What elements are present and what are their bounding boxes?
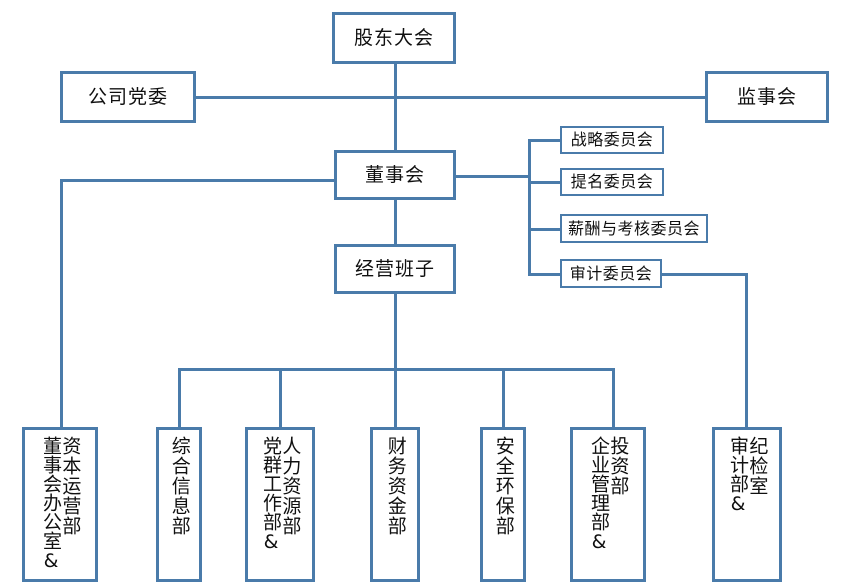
connector-committee-4	[528, 273, 562, 276]
committee-label: 战略委员会	[570, 130, 654, 150]
connector-dept-5-drop	[502, 368, 505, 428]
connector-committee-2	[528, 181, 562, 184]
dept-primary-label: 人力资源部	[279, 436, 302, 536]
connector-committee-3	[528, 228, 562, 231]
node-label: 经营班子	[354, 257, 435, 280]
dept-primary-label: 投资部	[607, 436, 630, 496]
connector-party-axis-drop	[394, 96, 397, 156]
dept-primary-label: 综合信息部	[168, 436, 191, 536]
dept-primary-label: 资本运营部	[59, 436, 82, 536]
connector-party-to-board-left	[195, 96, 395, 99]
committee-label: 薪酬与考核委员会	[567, 218, 700, 238]
dept-primary-label: 安全环保部	[492, 436, 515, 536]
node-committee-strategy[interactable]: 战略委员会	[560, 126, 664, 154]
node-committee-remuneration-appraisal[interactable]: 薪酬与考核委员会	[560, 214, 708, 243]
connector-dept-3-drop	[279, 368, 282, 428]
connector-board-to-supervisors-right	[394, 96, 706, 99]
node-label: 监事会	[736, 85, 797, 108]
node-dept-general-information[interactable]: 综合信息部	[156, 427, 202, 582]
node-dept-safety-environmental-protection[interactable]: 安全环保部	[480, 427, 526, 582]
dept-secondary-label: 审计部&	[727, 436, 749, 515]
connector-board-to-management	[394, 198, 397, 246]
node-committee-audit[interactable]: 审计委员会	[560, 259, 662, 288]
connector-dept-2-drop	[178, 368, 181, 428]
committee-label: 审计委员会	[569, 263, 653, 283]
node-label: 董事会	[364, 163, 425, 186]
node-dept-finance-funds[interactable]: 财务资金部	[370, 427, 420, 582]
connector-board-left-drop	[60, 179, 63, 428]
node-dept-investment-enterprise-management[interactable]: 投资部 企业管理部&	[570, 427, 646, 582]
dept-primary-label: 纪检室	[746, 436, 769, 496]
connector-committee-1	[528, 139, 562, 142]
node-board-of-supervisors[interactable]: 监事会	[705, 71, 829, 123]
dept-primary-label: 财务资金部	[384, 436, 407, 536]
node-dept-human-resources-party-work[interactable]: 人力资源部 党群工作部&	[245, 427, 315, 582]
node-board-of-directors[interactable]: 董事会	[334, 150, 456, 200]
node-committee-nomination[interactable]: 提名委员会	[560, 168, 664, 196]
connector-audit-committee-out	[660, 273, 748, 276]
connector-dept-4-drop	[394, 368, 397, 428]
node-party-committee[interactable]: 公司党委	[60, 71, 196, 123]
node-management-team[interactable]: 经营班子	[334, 244, 456, 294]
connector-board-to-committee-trunk	[455, 175, 530, 178]
node-label: 公司党委	[87, 85, 168, 108]
node-shareholders-meeting[interactable]: 股东大会	[332, 12, 456, 64]
dept-secondary-label: 党群工作部&	[260, 436, 282, 553]
connector-management-drop	[394, 292, 397, 370]
committee-trunk	[528, 139, 531, 274]
node-label: 股东大会	[353, 26, 434, 49]
node-dept-capital-operation-board-office[interactable]: 资本运营部 董事会办公室&	[22, 427, 98, 582]
dept-secondary-label: 企业管理部&	[588, 436, 610, 553]
committee-label: 提名委员会	[570, 172, 654, 192]
connector-board-left-out	[60, 179, 335, 182]
dept-secondary-label: 董事会办公室&	[40, 436, 62, 572]
connector-dept-6-drop	[612, 368, 615, 428]
connector-audit-committee-drop	[745, 273, 748, 428]
node-dept-discipline-inspection-audit[interactable]: 纪检室 审计部&	[712, 427, 782, 582]
